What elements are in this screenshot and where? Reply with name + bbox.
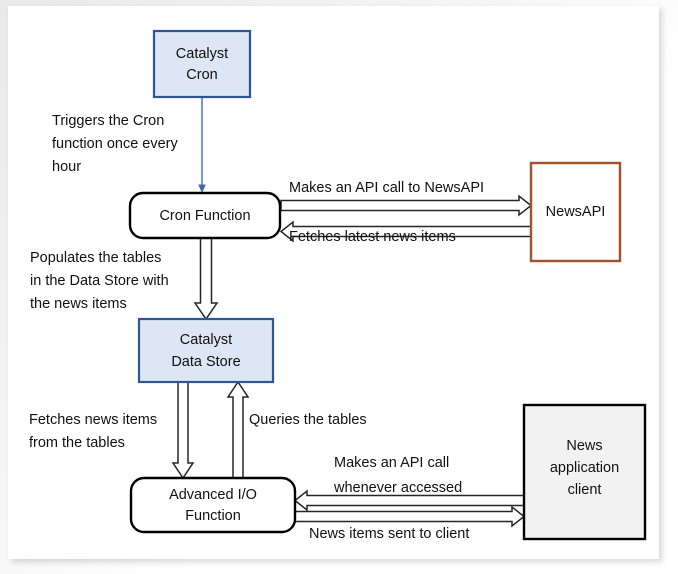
edge-label-advancedio-to-client: News items sent to client: [309, 526, 469, 542]
news-items-sent-label: News items sent to client: [309, 526, 469, 542]
data-store-label-line2: Data Store: [171, 354, 240, 370]
edge-client-to-advancedio: [293, 489, 525, 512]
node-cron-function[interactable]: Cron Function: [128, 191, 282, 240]
edge-advancedio-to-client: [294, 505, 526, 528]
edge-cron-to-newsapi: [280, 194, 533, 217]
advanced-io-function-box[interactable]: [129, 476, 297, 534]
edge-label-datastore-to-advancedio: Fetches news items from the tables: [29, 412, 157, 451]
triggers-label-line3: hour: [52, 159, 81, 175]
node-catalyst-data-store[interactable]: Catalyst Data Store: [137, 317, 275, 384]
populates-label-line3: the news items: [30, 296, 127, 312]
triggers-label-line2: function once every: [52, 136, 178, 152]
edge-label-newsapi-to-cron: Fetches latest news items: [289, 229, 456, 245]
catalyst-cron-box[interactable]: [152, 29, 252, 99]
news-application-client-box[interactable]: [522, 403, 647, 541]
edge-datastore-to-advancedio: [171, 381, 195, 480]
catalyst-data-store-box[interactable]: [137, 317, 275, 384]
advanced-io-label-line2: Function: [185, 508, 241, 524]
client-label-line3: client: [568, 482, 602, 498]
edge-label-cron-triggers: Triggers the Cron function once every ho…: [52, 113, 178, 175]
makes-api-call-newsapi-label: Makes an API call to NewsAPI: [289, 180, 484, 196]
queries-tables-label: Queries the tables: [249, 412, 367, 428]
makes-api-client-label-line2: whenever accessed: [333, 480, 462, 496]
fetches-news-label-line2: from the tables: [29, 435, 125, 451]
edge-label-cron-to-newsapi: Makes an API call to NewsAPI: [289, 180, 484, 196]
newsapi-box[interactable]: [529, 161, 622, 263]
edge-label-cron-to-datastore: Populates the tables in the Data Store w…: [30, 250, 169, 312]
edge-cron-triggers: [198, 97, 206, 193]
newsapi-label: NewsAPI: [546, 204, 606, 220]
node-news-application-client[interactable]: News application client: [522, 403, 647, 541]
makes-api-client-label-line1: Makes an API call: [334, 455, 449, 471]
catalyst-cron-label-line2: Cron: [186, 67, 217, 83]
client-label-line2: application: [550, 460, 619, 476]
data-store-label-line1: Catalyst: [180, 332, 232, 348]
edge-label-client-to-advancedio: Makes an API call whenever accessed: [333, 455, 462, 496]
arrowhead-cron-triggers: [198, 184, 206, 193]
advanced-io-label-line1: Advanced I/O: [169, 487, 257, 503]
triggers-label-line1: Triggers the Cron: [52, 113, 164, 129]
edge-cron-to-datastore: [193, 237, 219, 321]
node-newsapi[interactable]: NewsAPI: [529, 161, 622, 263]
populates-label-line2: in the Data Store with: [30, 273, 169, 289]
node-advanced-io-function[interactable]: Advanced I/O Function: [129, 476, 297, 534]
client-label-line1: News: [566, 438, 602, 454]
fetches-news-label-line1: Fetches news items: [29, 412, 157, 428]
fetches-latest-news-label: Fetches latest news items: [289, 229, 456, 245]
edge-label-advancedio-to-datastore: Queries the tables: [249, 412, 367, 428]
cron-function-label: Cron Function: [159, 208, 250, 224]
populates-label-line1: Populates the tables: [30, 250, 161, 266]
edge-advancedio-to-datastore: [226, 380, 250, 479]
cron-function-box[interactable]: [128, 191, 282, 240]
node-catalyst-cron[interactable]: Catalyst Cron: [152, 29, 252, 99]
catalyst-cron-label-line1: Catalyst: [176, 46, 228, 62]
